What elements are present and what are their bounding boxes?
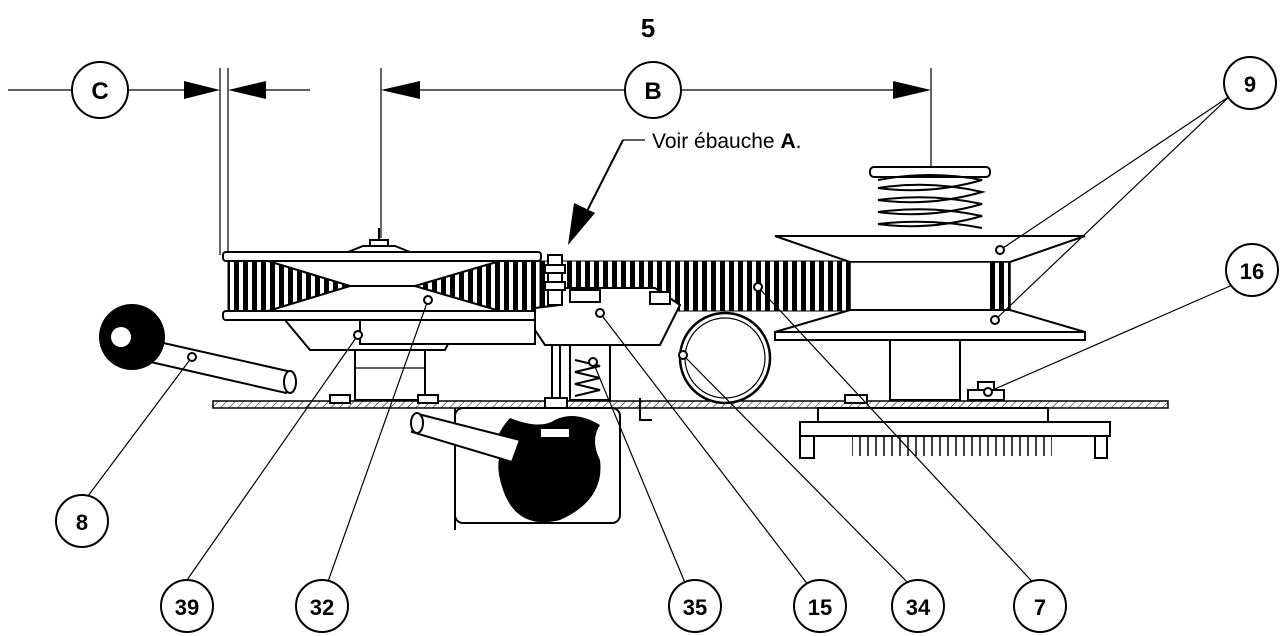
dimension-b-label: B xyxy=(624,61,682,119)
lower-gearbox xyxy=(454,407,621,530)
leader-tip-dots xyxy=(187,245,1005,397)
callout-34: 34 xyxy=(891,579,945,633)
callout-35: 35 xyxy=(668,579,722,633)
dimension-c xyxy=(8,68,310,255)
lower-lever-rod xyxy=(410,412,522,464)
left-pulley xyxy=(222,228,542,321)
callout-8-text: 8 xyxy=(76,510,88,535)
spring-hook xyxy=(639,398,652,421)
right-pulley xyxy=(774,235,1086,404)
idler-spring-coil xyxy=(678,311,772,405)
callout-16-text: 16 xyxy=(1240,259,1264,284)
callout-39: 39 xyxy=(160,579,214,633)
callout-9-text: 9 xyxy=(1244,72,1256,97)
engagement-knob xyxy=(496,416,601,523)
pulley-spring xyxy=(869,166,991,229)
callout-32: 32 xyxy=(295,579,349,633)
deck-plate xyxy=(212,400,1169,409)
callout-7: 7 xyxy=(1013,579,1067,633)
dimension-b-text: B xyxy=(644,78,661,105)
dimension-c-label: C xyxy=(71,61,129,119)
callout-15-text: 15 xyxy=(808,595,832,620)
right-gearbox xyxy=(799,407,1111,459)
idler-arm xyxy=(359,254,682,346)
engagement-lever xyxy=(99,304,297,395)
leader-lines xyxy=(84,95,1238,591)
dimension-b xyxy=(380,68,932,238)
callout-35-text: 35 xyxy=(683,595,707,620)
callout-15: 15 xyxy=(793,579,847,633)
callout-34-text: 34 xyxy=(906,595,931,620)
callout-16: 16 xyxy=(1225,243,1279,297)
sketch-reference-note: Voir ébauche A. xyxy=(568,130,801,245)
figure-number: 5 xyxy=(641,13,655,43)
callout-39-text: 39 xyxy=(175,595,199,620)
callout-7-text: 7 xyxy=(1034,595,1046,620)
note-text: Voir ébauche A. xyxy=(652,130,801,153)
dimension-c-text: C xyxy=(91,78,108,105)
callout-9: 9 xyxy=(1223,56,1277,110)
callout-8: 8 xyxy=(55,494,109,548)
callout-32-text: 32 xyxy=(310,595,334,620)
